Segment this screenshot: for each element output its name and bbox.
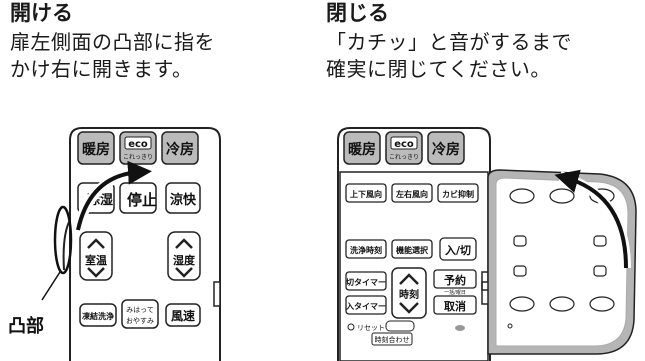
cancel-button[interactable] <box>433 295 477 315</box>
time-label: 時刻 <box>399 288 419 301</box>
off-timer-button[interactable] <box>345 271 387 291</box>
remote-open: 暖房 eco これっきり 冷房 除湿 停止 涼快 室温 湿度 凍結洗浄 みはって… <box>8 127 221 361</box>
mold-guard-button[interactable] <box>437 183 479 203</box>
down-icon <box>87 267 105 278</box>
mold-guard-label: カビ抑制 <box>442 189 474 199</box>
up-icon <box>175 238 193 249</box>
mihatte-button[interactable] <box>121 299 159 329</box>
close-arrow-icon <box>554 169 628 269</box>
mihatte-label-bottom: おやすみ <box>126 317 154 325</box>
heat-label: 暖房 <box>82 141 110 158</box>
cool-button[interactable] <box>161 131 199 165</box>
freeze-wash-button[interactable] <box>79 303 117 327</box>
mihatte-label-top: みはって <box>126 306 154 314</box>
open-section: 開ける 扉左側面の凸部に指を かけ右に開きます。 <box>10 0 215 83</box>
reserve-button[interactable] <box>433 269 477 289</box>
heat-button[interactable] <box>77 131 115 165</box>
cool-label: 冷房 <box>432 141 460 158</box>
clock-set-button[interactable] <box>385 320 415 332</box>
protrusion-label: 凸部 <box>8 315 44 337</box>
on-timer-label: 入タイマー <box>345 301 386 311</box>
wind-speed-label: 風速 <box>171 308 195 323</box>
cool-label: 冷房 <box>166 141 194 158</box>
eco-label: eco <box>128 139 148 150</box>
horizontal-flap-label: 左右風向 <box>395 189 428 199</box>
heat-button[interactable] <box>343 131 381 165</box>
remote-close: 暖房 eco これっきり 冷房 上下風向 左右風向 カビ抑制 洗浄時刻 機能選択… <box>337 127 491 361</box>
wind-speed-button[interactable] <box>165 303 201 327</box>
down-icon <box>399 302 419 314</box>
vertical-flap-button[interactable] <box>345 183 387 203</box>
reset-hole[interactable] <box>347 323 355 331</box>
clock-set-label: 時刻合わせ <box>375 335 410 344</box>
eco-sublabel: これっきり <box>389 154 419 161</box>
cool-button[interactable] <box>427 131 465 165</box>
open-heading: 開ける <box>10 1 73 25</box>
fan-label: 涼快 <box>170 192 197 208</box>
wash-time-button[interactable] <box>345 239 387 259</box>
indicator-light <box>455 325 465 331</box>
function-select-button[interactable] <box>391 239 433 259</box>
cancel-label: 取消 <box>444 299 466 313</box>
function-select-label: 機能選択 <box>396 245 429 255</box>
close-heading: 閉じる <box>326 1 389 25</box>
wash-time-label: 洗浄時刻 <box>350 245 382 255</box>
eco-sublabel: これっきり <box>123 154 153 161</box>
reset-label: リセット <box>357 324 385 332</box>
on-timer-button[interactable] <box>345 295 387 315</box>
eco-label: eco <box>394 139 414 150</box>
vertical-flap-label: 上下風向 <box>350 189 382 199</box>
open-instruction: 扉左側面の凸部に指を かけ右に開きます。 <box>10 30 215 81</box>
protrusion-highlight <box>53 205 73 275</box>
horizontal-flap-button[interactable] <box>391 183 433 203</box>
time-button[interactable] <box>391 267 427 319</box>
on-off-button[interactable] <box>439 237 477 261</box>
down-icon <box>175 267 193 278</box>
off-timer-label: 切タイマー <box>346 277 386 287</box>
on-off-label: 入/切 <box>445 244 471 257</box>
callout-line <box>41 271 61 301</box>
humidity-label: 湿度 <box>173 253 196 267</box>
door-flap <box>481 169 637 355</box>
open-arrow-icon <box>76 160 152 231</box>
up-icon <box>87 238 105 249</box>
fan-button[interactable] <box>165 182 201 214</box>
close-instruction: 「カチッ」と音がするまで 確実に閉じてください。 <box>326 30 572 81</box>
heat-label: 暖房 <box>348 141 376 158</box>
freeze-wash-label: 凍結洗浄 <box>82 311 114 321</box>
close-section: 閉じる 「カチッ」と音がするまで 確実に閉じてください。 <box>326 0 572 83</box>
reserve-label: 予約 <box>444 273 466 287</box>
room-temp-label: 室温 <box>85 253 107 267</box>
up-icon <box>399 273 419 285</box>
stop-label: 停止 <box>127 191 157 209</box>
reserve-sublabel: 一括/曜日 <box>444 289 466 296</box>
